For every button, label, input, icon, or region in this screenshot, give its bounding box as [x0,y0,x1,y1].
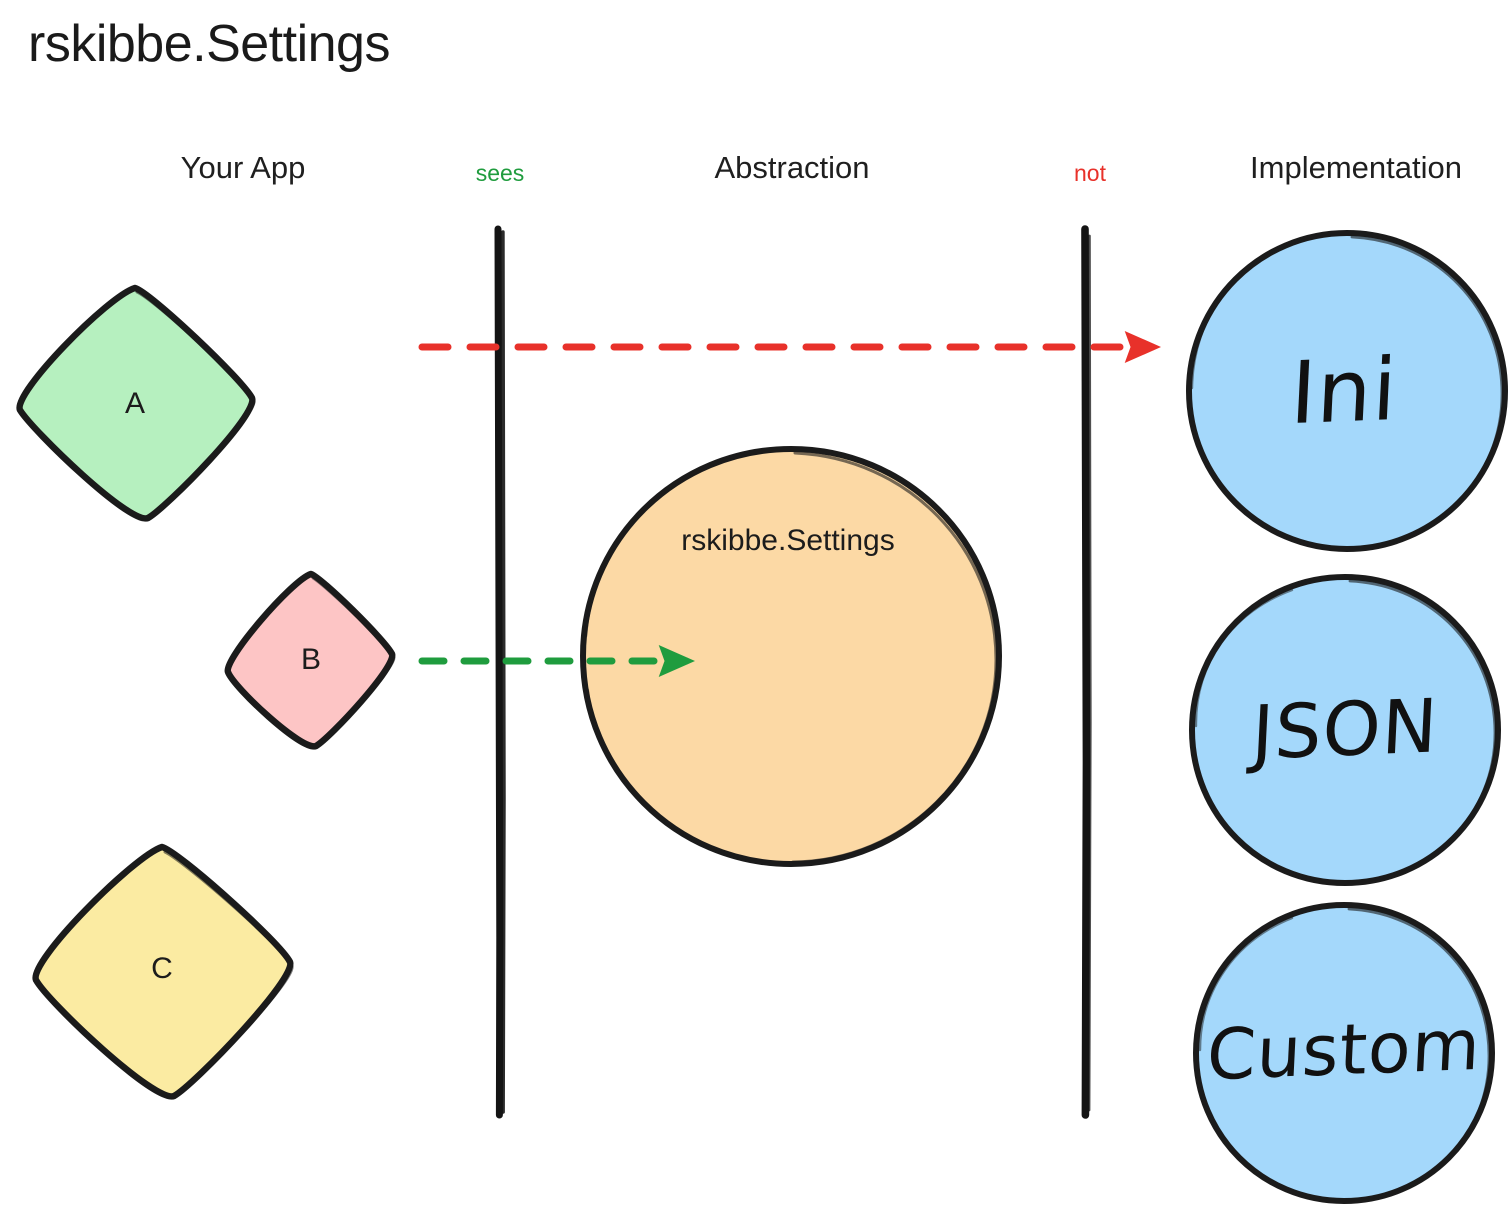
edge-label-not: not [1074,160,1106,186]
divider-right [1081,225,1092,1119]
node-ini[interactable] [1185,229,1509,553]
column-header-your-app: Your App [180,150,306,185]
node-c[interactable] [32,843,294,1100]
node-json[interactable] [1188,573,1502,887]
page-title: rskibbe.Settings [28,15,390,73]
edge-label-sees: sees [475,160,525,186]
node-rskibbe-settings[interactable] [579,445,1003,868]
node-custom[interactable] [1192,901,1496,1205]
node-a[interactable] [16,284,256,522]
column-header-implementation: Implementation [1250,150,1462,185]
divider-left [494,225,506,1119]
node-b[interactable] [224,570,396,750]
column-header-abstraction: Abstraction [714,150,870,185]
